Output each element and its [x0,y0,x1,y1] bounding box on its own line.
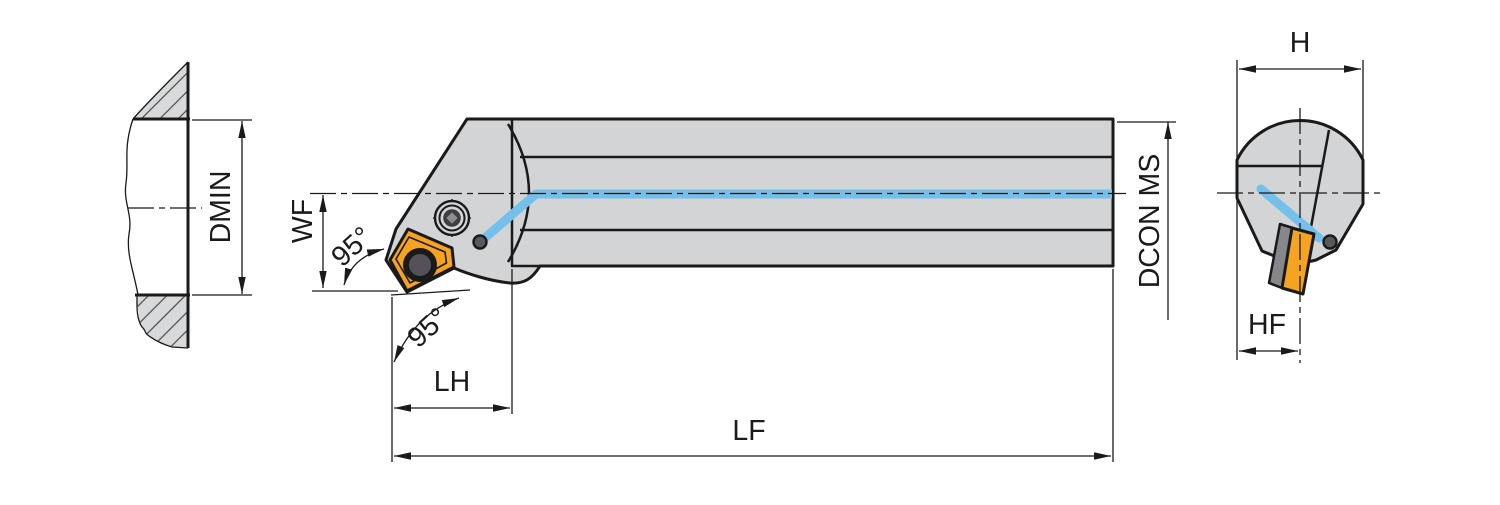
lead-angle-annotation: 95° [325,221,385,286]
dmin-label: DMIN [205,171,237,244]
end-view: H HF [1217,27,1381,363]
coolant-exit-hole-end [1322,234,1338,250]
lh-dimension: LH [391,269,513,462]
secondary-angle-annotation: 95° [390,289,471,363]
lf-label: LF [732,415,765,447]
insert-face-line [395,236,448,284]
tool-body [384,117,1115,294]
workpiece-section-view: DMIN [124,61,252,349]
hf-dimension: HF [1239,309,1298,355]
bore-bottom-hatch [137,295,189,348]
wf-label: WF [287,199,319,243]
lf-dimension: LF [394,269,1114,462]
h-dimension: H [1236,27,1364,360]
coolant-exit-hole [472,234,488,250]
bore-left-break-line [124,118,139,296]
pocket-edge-line [1309,129,1331,228]
dcon-label: DCON MS [1134,154,1166,289]
insert-hole [403,248,437,282]
main-side-view: WF 95° 95° LH LF DCO [287,117,1176,462]
secondary-angle-label: 95° [401,302,454,355]
lh-label: LH [434,366,470,398]
dmin-dimension: DMIN [192,119,252,296]
insert-end-view [1280,226,1316,296]
lead-angle-label: 95° [325,221,378,274]
clamp-screw-icon [433,199,471,237]
coolant-channel-end [1256,184,1324,243]
h-label: H [1290,27,1311,59]
bore-bottom-break-line [136,294,189,349]
dcon-dimension: DCON MS [1117,121,1176,320]
bore-top-break-curve [132,61,189,120]
hf-label: HF [1248,309,1286,341]
cutting-insert [388,227,456,293]
wf-dimension: WF [287,195,398,292]
